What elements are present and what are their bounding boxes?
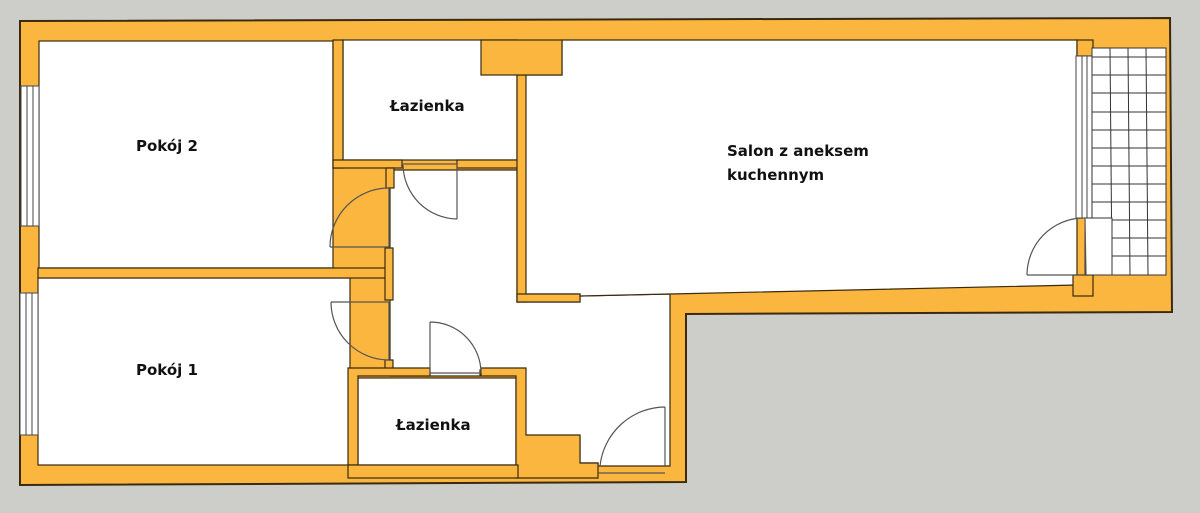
wall-salon-left [516,74,527,303]
door-entrance[interactable] [598,406,666,474]
window-salon-balcony [1075,55,1094,219]
wall-stub-1 [385,167,395,189]
wall-pokoj2-pokoj1 [37,267,389,279]
door-lazienka-top[interactable] [402,163,458,220]
window-pokoj-1 [19,292,39,436]
door-lazienka-bottom[interactable] [429,321,482,374]
floor-pokoj-2 [38,40,334,269]
wall-bath-bottom-base [347,464,519,479]
window-pokoj-2 [20,85,40,227]
room-label-lazienka-top: Łazienka [390,97,465,115]
wall-salon-right-bottom [1072,274,1094,297]
wall-bath-top-floor-2 [456,159,526,169]
floor-pokoj-1 [37,277,351,466]
wall-bath-top-bottom [332,39,344,169]
door-pokoj-2[interactable] [329,187,390,248]
wall-salon-right-jamb [1076,39,1094,57]
wall-salon-foot [516,293,581,303]
room-label-pokoj-2: Pokój 2 [136,137,198,155]
door-pokoj-1[interactable] [330,301,390,361]
balcony-tiles [1084,47,1167,276]
pillar [480,39,563,76]
room-label-pokoj-1: Pokój 1 [136,361,198,379]
room-label-salon: Salon z aneksem kuchennym [727,142,869,184]
wall-corridor-mid [384,247,394,301]
floor-lazienka-bottom [357,377,517,466]
door-balcony[interactable] [1026,217,1087,276]
wall-bath-bottom-right [480,367,599,479]
wall-bath-top-floor [332,159,403,169]
room-label-lazienka-bottom: Łazienka [396,416,471,434]
